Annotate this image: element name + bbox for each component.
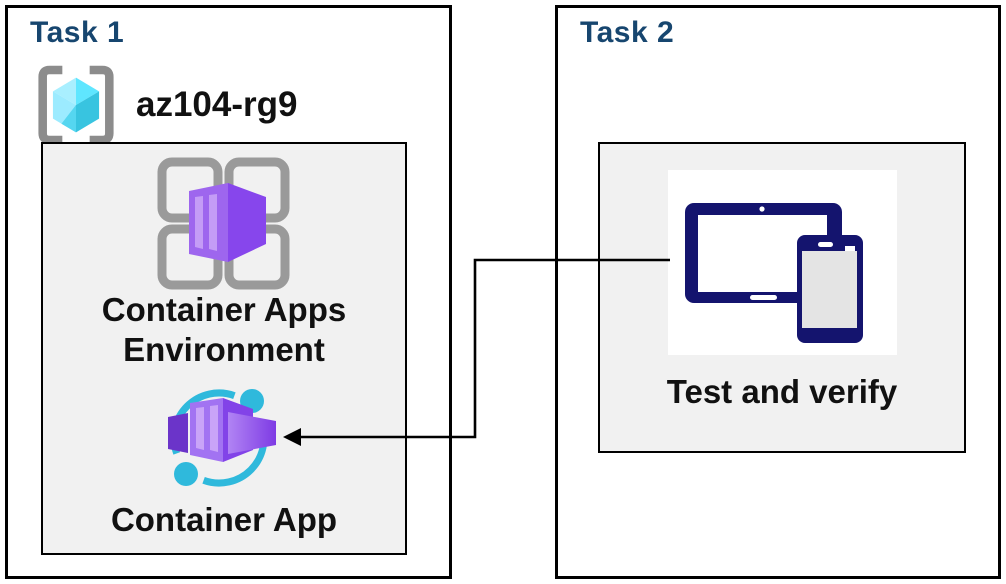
resource-group: az104-rg9 xyxy=(32,64,297,146)
resource-group-icon xyxy=(38,65,114,145)
devices-test-icon xyxy=(668,170,897,355)
test-and-verify-label: Test and verify xyxy=(666,373,898,410)
task2-box: Task 2 Test and verify xyxy=(555,5,1001,579)
task2-title: Task 2 xyxy=(580,16,675,49)
verify-panel: Test and verify xyxy=(598,142,966,453)
container-apps-environment-icon xyxy=(152,150,294,297)
container-app-icon xyxy=(160,376,284,511)
task1-box: Task 1 az104-rg9 xyxy=(5,5,452,579)
task1-title: Task 1 xyxy=(30,16,125,49)
resource-group-name: az104-rg9 xyxy=(136,85,298,124)
container-apps-panel: Container Apps Environment xyxy=(41,142,407,555)
environment-label: Container Apps Environment xyxy=(101,291,347,368)
container-app-label: Container App xyxy=(110,501,338,538)
